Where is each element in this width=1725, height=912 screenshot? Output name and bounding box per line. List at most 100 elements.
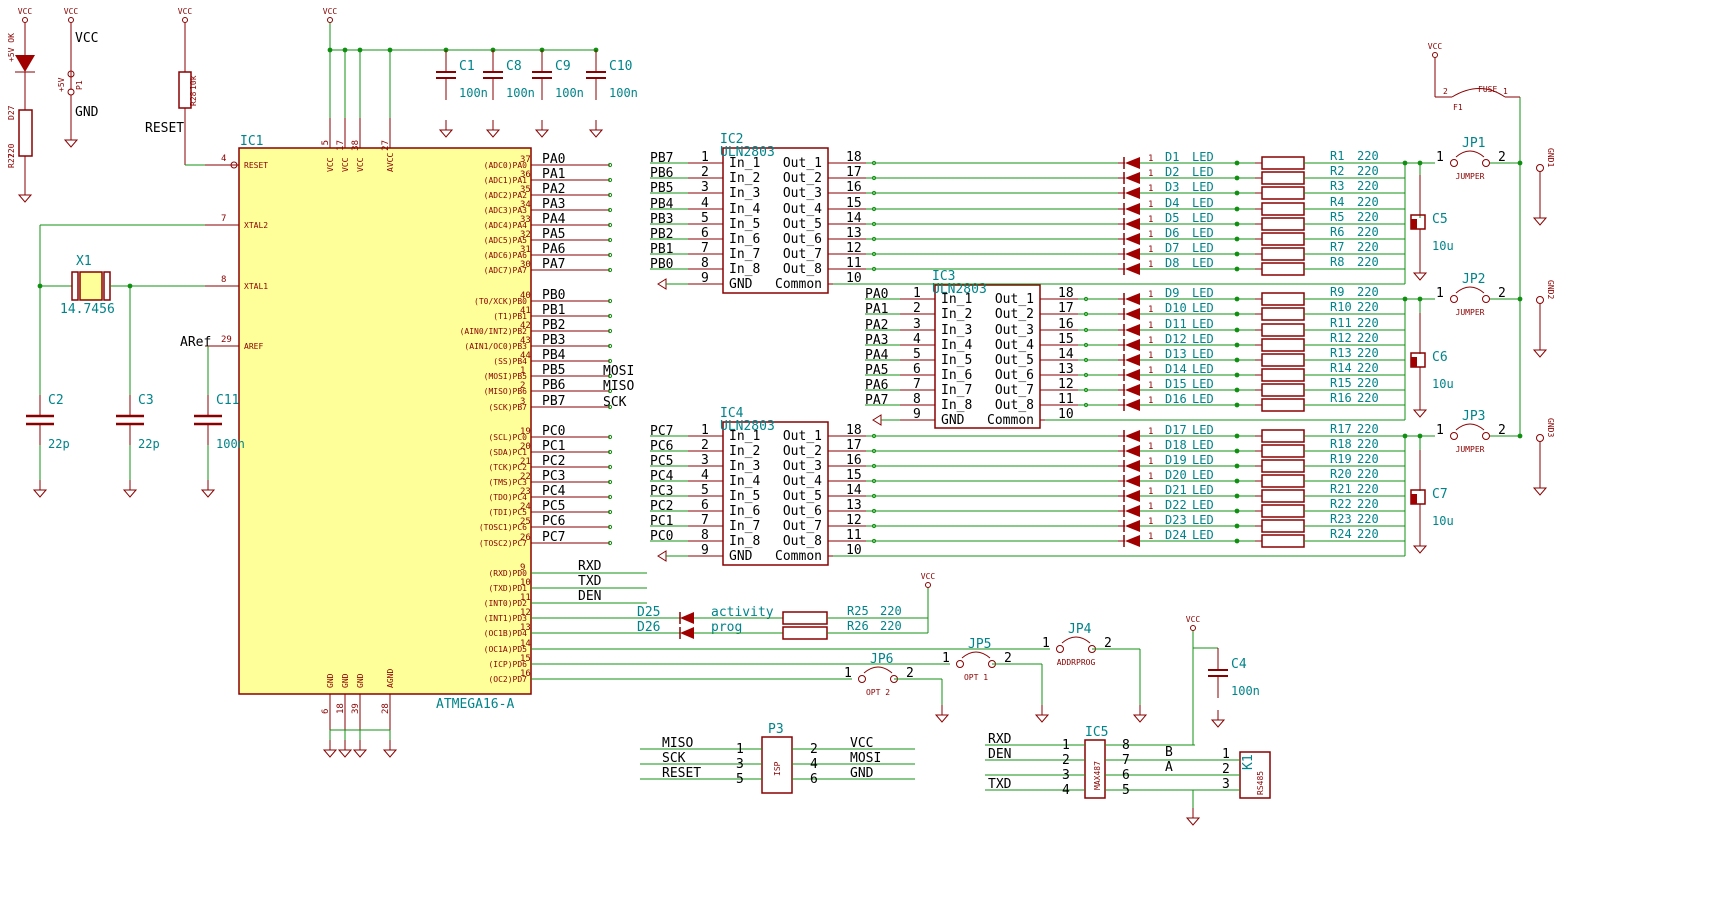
jp4-bridge: [1061, 636, 1091, 644]
jp2-num2: 2: [1498, 286, 1506, 301]
led-D1-value: LED: [1192, 150, 1214, 164]
rs485-pin-num: 3: [1062, 768, 1070, 783]
net-label-PC2: PC2: [542, 454, 565, 469]
jp3-pin1: [1450, 432, 1458, 440]
net-label-PC3: PC3: [650, 484, 673, 499]
net-label-PC2: PC2: [650, 499, 673, 514]
net-terminal: [871, 206, 877, 212]
r28-ref: R28: [189, 91, 198, 106]
led-pin: 1: [1148, 290, 1153, 300]
reset-label: RESET: [145, 121, 184, 136]
mcu-pin-name: (INT0)PD2: [484, 599, 528, 608]
mcu-pin-num: 6: [321, 709, 331, 714]
rs485-pin-num: 6: [1122, 768, 1130, 783]
jp4-num1: 1: [1042, 636, 1050, 651]
led-D4-symbol: [1125, 203, 1140, 215]
led-D7-value: LED: [1192, 241, 1214, 255]
uln-in-name: In_4: [941, 338, 972, 353]
led-D6-ref: D6: [1165, 226, 1179, 240]
led-D23-symbol: [1125, 520, 1140, 532]
fuse-pin: 2: [1443, 87, 1448, 96]
led-D12-ref: D12: [1165, 332, 1187, 346]
jp3-num1: 1: [1436, 423, 1444, 438]
uln-out-num: 15: [1058, 332, 1074, 347]
res-R22-ref: R22: [1330, 497, 1352, 511]
uln-out-name: Out_6: [995, 368, 1034, 383]
mcu-pin-name: (TOSC2)PC7: [479, 539, 527, 548]
net-label-PB1: PB1: [542, 303, 565, 318]
c7-polarity: [1411, 494, 1417, 504]
mcu-pin-name: (AIN1/OC0)PB3: [464, 342, 527, 351]
led-D15-symbol: [1125, 384, 1140, 396]
k1-pin: 2: [1222, 762, 1230, 777]
vcc-label: VCC: [1186, 615, 1201, 624]
res-R7-ref: R7: [1330, 240, 1344, 254]
mcu-pin-name: (SCK)PB7: [488, 403, 527, 412]
net-label-PA6: PA6: [865, 378, 888, 393]
junction-dot: [1234, 190, 1240, 196]
uln-out-num: 17: [1058, 301, 1074, 316]
led-d27-value: +5V OK: [7, 33, 16, 62]
uln-in-name: In_8: [729, 534, 760, 549]
junction-dot: [1234, 327, 1240, 333]
net-label-PB5: PB5: [542, 363, 565, 378]
res-R18-body: [1261, 444, 1305, 458]
net-label-PB6: PB6: [650, 166, 673, 181]
uln-gnd-name: GND: [729, 277, 753, 292]
mcu-pin-name: (TOSC1)PC6: [479, 523, 527, 532]
junction-dot: [1234, 387, 1240, 393]
mcu-pin-name: (ADC5)PA5: [484, 236, 528, 245]
mcu-pin-name: (ADC7)PA7: [484, 266, 528, 275]
rs485-ref: IC5: [1085, 725, 1108, 740]
uln-out-num: 15: [846, 468, 862, 483]
ground-symbol: [872, 414, 882, 426]
res-R10-value: 220: [1357, 300, 1379, 314]
fuse-pin: 1: [1503, 87, 1508, 96]
r27-value: 220: [7, 143, 16, 158]
mcu-pin-name: (TCK)PC2: [488, 463, 527, 472]
net-terminal: [871, 160, 877, 166]
jp1-ref: JP1: [1462, 136, 1485, 151]
mcu-pin-num: 4: [221, 154, 226, 164]
led-pin: 1: [1148, 260, 1153, 270]
vcc-symbol: [182, 17, 188, 23]
junction-dot: [1234, 448, 1240, 454]
rs485-pin-num: 2: [1062, 753, 1070, 768]
k1-ref: K1: [1241, 754, 1256, 770]
net-terminal: [607, 540, 613, 546]
status-res-ref: R26: [847, 619, 869, 633]
led-D19-ref: D19: [1165, 453, 1187, 467]
jp6-bridge: [863, 666, 893, 674]
uln-out-name: Out_5: [783, 217, 822, 232]
net-label-PA2: PA2: [865, 318, 888, 333]
uln-part: ULN2803: [720, 145, 775, 160]
uln-out-num: 13: [1058, 362, 1074, 377]
uln-in-name: In_3: [729, 186, 760, 201]
net-label-PA6: PA6: [542, 242, 565, 257]
jp6-pin1: [858, 675, 866, 683]
res-R13-body: [1261, 353, 1305, 367]
junction-dot: [1417, 296, 1423, 302]
led-D10-value: LED: [1192, 301, 1214, 315]
plus5v-label: +5V: [57, 77, 66, 92]
junction-dot: [1234, 523, 1240, 529]
jp3-num2: 2: [1498, 423, 1506, 438]
net-terminal: [1083, 387, 1089, 393]
uln-in-num: 4: [701, 196, 709, 211]
net-terminal: [871, 190, 877, 196]
mcu-pin-name: (ICP)PD6: [488, 660, 527, 669]
uln-out-num: 13: [846, 498, 862, 513]
uln-in-num: 6: [701, 226, 709, 241]
jp1-value: JUMPER: [1456, 172, 1485, 181]
junction-dot: [1234, 508, 1240, 514]
net-label-PB7: PB7: [542, 394, 565, 409]
uln2803-ic3-body: [934, 284, 1041, 429]
junction-dot: [1234, 221, 1240, 227]
aref-label: ARef: [180, 335, 211, 350]
uln-out-num: 18: [846, 150, 862, 165]
led-D10-ref: D10: [1165, 301, 1187, 315]
led-D14-value: LED: [1192, 362, 1214, 376]
net-terminal: [871, 266, 877, 272]
net-label-TXD: TXD: [578, 574, 602, 589]
uln-out-num: 11: [1058, 392, 1074, 407]
